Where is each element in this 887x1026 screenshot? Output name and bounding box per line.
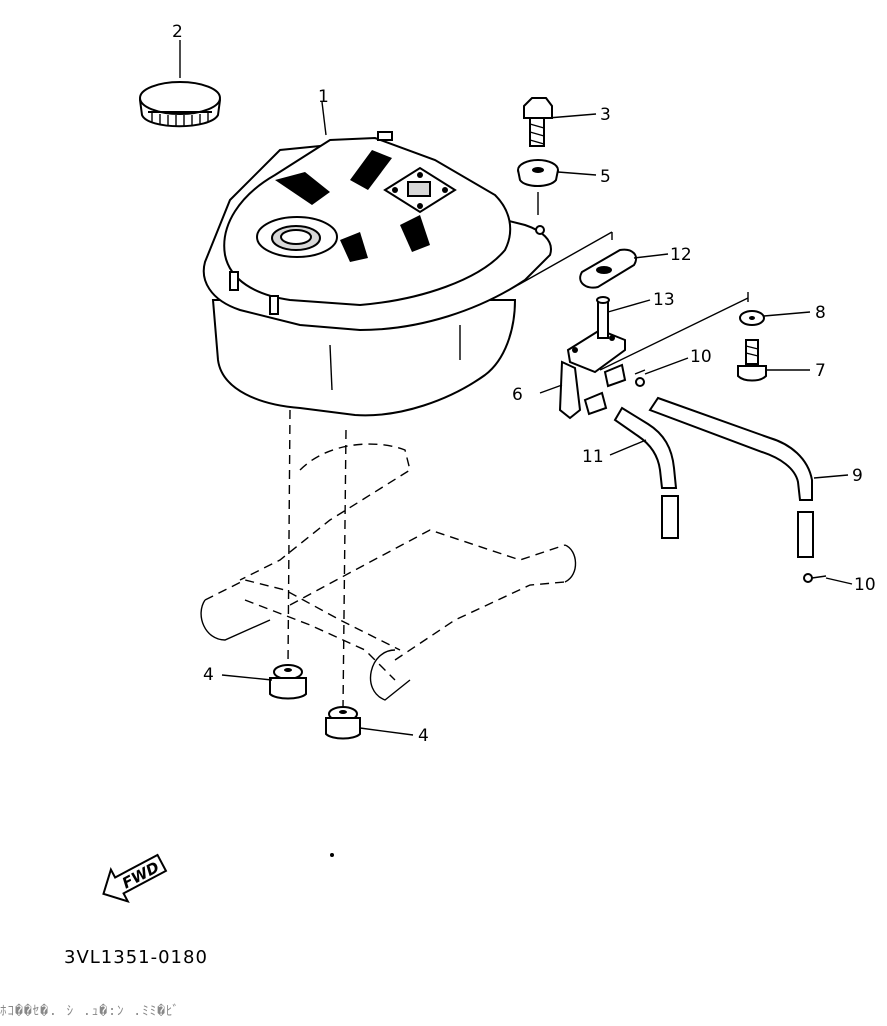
fuel-tank — [202, 131, 552, 417]
callout-9: 9 — [852, 466, 863, 486]
callout-3: 3 — [600, 105, 611, 125]
callout-6: 6 — [512, 385, 523, 405]
clip-10-lower — [803, 573, 827, 583]
damper-4-right — [325, 706, 361, 740]
fuel-cap — [138, 81, 222, 128]
frame-outline — [200, 443, 577, 701]
hose-9 — [648, 396, 814, 558]
clip-10-upper — [634, 369, 646, 387]
callout-4-left: 4 — [203, 665, 214, 685]
leader-lines — [179, 40, 853, 736]
fwd-arrow-icon: FWD — [102, 853, 168, 903]
callout-10-upper: 10 — [690, 347, 712, 367]
hose-11 — [613, 406, 679, 539]
callout-10-lower: 10 — [854, 575, 876, 595]
callout-labels: 2 1 3 5 12 13 8 10 7 6 11 9 10 4 4 — [172, 22, 876, 746]
footer-text: ﾎｺ��ｾ�. ｼ .ｭ�:ﾝ .ﾐﾐ�ﾋﾞ — [0, 1004, 180, 1019]
callout-5: 5 — [600, 167, 611, 187]
callout-11: 11 — [582, 447, 604, 467]
bolt-3 — [523, 97, 553, 147]
callout-1: 1 — [318, 87, 329, 107]
callout-2: 2 — [172, 22, 183, 42]
diagram-code: 3VL1351-0180 — [64, 947, 208, 968]
callout-13: 13 — [653, 290, 675, 310]
callout-8: 8 — [815, 303, 826, 323]
callout-4-right: 4 — [418, 726, 429, 746]
mount-line-right — [342, 429, 347, 709]
mount-line-left — [287, 409, 291, 666]
damper-4-left — [269, 664, 307, 700]
callout-7: 7 — [815, 361, 826, 381]
stray-dot — [330, 853, 334, 857]
fuel-cock-6 — [558, 296, 627, 420]
callout-12: 12 — [670, 245, 692, 265]
screw-7 — [737, 339, 767, 382]
washer-8 — [739, 310, 765, 326]
gasket-12 — [579, 248, 638, 289]
damper-5 — [517, 159, 559, 215]
